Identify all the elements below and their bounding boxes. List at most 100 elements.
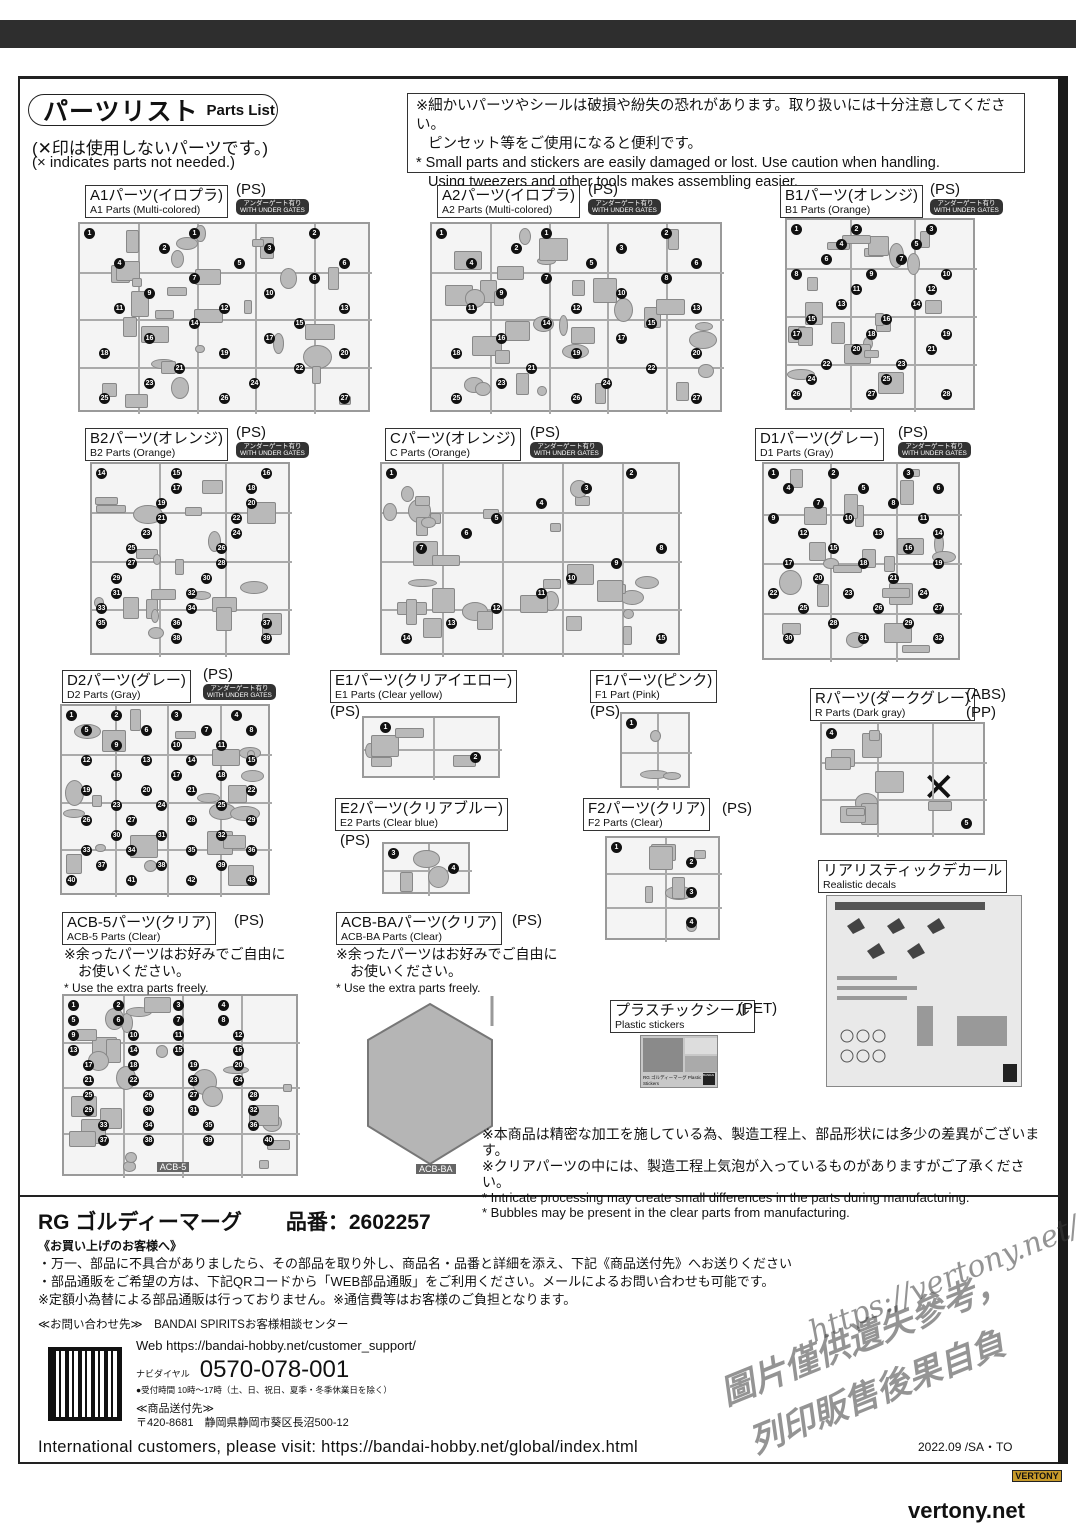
part-number: 3 <box>171 710 182 721</box>
part-number: 26 <box>143 1090 154 1101</box>
part-number: 2 <box>113 1000 124 1011</box>
plastic-part <box>131 277 142 287</box>
part-number: 28 <box>828 618 839 629</box>
sprue-bar <box>607 872 722 875</box>
part-number: 24 <box>249 378 260 389</box>
plastic-part <box>407 579 438 588</box>
part-number: 7 <box>896 254 907 265</box>
runner-name-en: C Parts (Orange) <box>390 447 470 459</box>
part-number: 2 <box>511 243 522 254</box>
plastic-part <box>477 611 493 630</box>
part-number: 15 <box>294 318 305 329</box>
part-number: 20 <box>141 785 152 796</box>
plastic-part <box>471 336 502 357</box>
stickers-label: プラスチックシール Plastic stickers <box>610 1000 755 1033</box>
plastic-part <box>259 1159 270 1169</box>
plastic-part <box>272 333 285 354</box>
runner-name-jp: D1パーツ(グレー) <box>760 430 879 447</box>
plastic-part <box>95 497 118 506</box>
plastic-part <box>216 606 233 632</box>
plastic-part <box>222 834 247 850</box>
part-number: 2 <box>470 752 481 763</box>
part-number: 3 <box>173 1000 184 1011</box>
international-url[interactable]: International customers, please visit: h… <box>38 1438 638 1456</box>
part-number: 7 <box>201 725 212 736</box>
part-number: 11 <box>466 303 477 314</box>
plastic-part <box>196 793 220 804</box>
plastic-part <box>131 291 149 317</box>
badge-en: WITH UNDER GATES <box>534 450 599 457</box>
part-number: 18 <box>128 1060 139 1071</box>
plastic-part <box>243 299 253 315</box>
part-number: 35 <box>203 1120 214 1131</box>
part-number: 21 <box>83 1075 94 1086</box>
plastic-part <box>422 618 442 638</box>
part-number: 23 <box>896 359 907 370</box>
part-number: 23 <box>141 528 152 539</box>
runner-label-d2: D2パーツ(グレー)D2 Parts (Gray) <box>62 670 191 703</box>
part-number: 19 <box>188 1060 199 1071</box>
plastic-part <box>151 609 160 623</box>
part-number: 1 <box>68 1000 79 1011</box>
plastic-part <box>95 504 126 514</box>
part-number: 33 <box>96 603 107 614</box>
part-number: 19 <box>156 498 167 509</box>
badge-en: WITH UNDER GATES <box>207 692 272 699</box>
plastic-part <box>413 850 441 868</box>
sprue-bar <box>822 799 987 802</box>
runner-label-b2: B2パーツ(オレンジ)B2 Parts (Orange) <box>85 428 229 461</box>
extra-note-acb5: ※余ったパーツはお好みでご自由に お使いください。 * Use the extr… <box>64 946 285 997</box>
part-number: 19 <box>571 348 582 359</box>
plastic-part <box>421 516 436 528</box>
support-url[interactable]: Web https://bandai-hobby.net/customer_su… <box>136 1338 416 1353</box>
part-number: 7 <box>541 273 552 284</box>
plastic-part <box>212 748 241 767</box>
part-number: 31 <box>111 588 122 599</box>
part-number: 9 <box>144 288 155 299</box>
runner-name-jp: F1パーツ(ピンク) <box>595 672 713 689</box>
plastic-part <box>125 394 148 408</box>
plastic-part <box>594 383 606 405</box>
part-number: 15 <box>828 543 839 554</box>
part-number: 7 <box>173 1015 184 1026</box>
unused-note-jp: (✕印は使用しないパーツです。) <box>32 139 269 158</box>
qr-code[interactable] <box>48 1347 122 1421</box>
plastic-part <box>153 554 162 565</box>
runner-label-acbba: ACB-BAパーツ(クリア)ACB-BA Parts (Clear) <box>336 912 502 945</box>
part-number: 2 <box>626 468 637 479</box>
runner-name-jp: E2パーツ(クリアブルー) <box>340 800 504 817</box>
part-number: 10 <box>616 288 627 299</box>
plastic-part <box>415 496 430 507</box>
plastic-part <box>869 729 880 742</box>
plastic-part <box>171 377 190 399</box>
sprue-bar <box>364 749 502 751</box>
part-number: 14 <box>128 1045 139 1056</box>
part-number: 26 <box>791 389 802 400</box>
caution-jp1: ※細かいパーツやシールは破損や紛失の恐れがあります。取り扱いには十分注意してくだ… <box>416 98 1006 133</box>
material-label: (PS) <box>722 800 752 817</box>
part-number: 14 <box>911 299 922 310</box>
plastic-part <box>645 886 654 903</box>
part-number: 8 <box>218 1015 229 1026</box>
plastic-part <box>537 385 547 397</box>
part-number: 23 <box>144 378 155 389</box>
runner-name-en: D1 Parts (Gray) <box>760 447 834 459</box>
title-jp: パーツリスト <box>43 98 199 126</box>
part-number: 24 <box>233 1075 244 1086</box>
plastic-part <box>202 479 224 495</box>
plastic-part <box>901 644 931 654</box>
part-number: 7 <box>416 543 427 554</box>
part-number: 2 <box>309 228 320 239</box>
plastic-part <box>166 287 187 296</box>
part-number: 16 <box>111 770 122 781</box>
plastic-part <box>694 849 707 859</box>
material-label: (PS) <box>530 424 560 441</box>
part-number: 10 <box>171 740 182 751</box>
part-number: 42 <box>186 875 197 886</box>
part-number: 16 <box>144 333 155 344</box>
part-number: 40 <box>263 1135 274 1146</box>
part-number: 22 <box>294 363 305 374</box>
